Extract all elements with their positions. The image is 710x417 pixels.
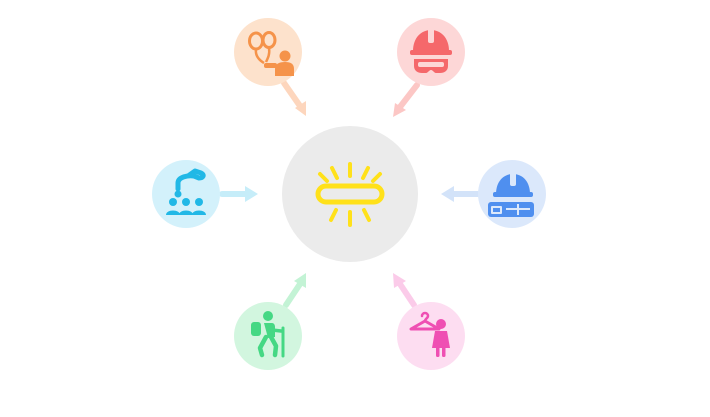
node-circle (397, 302, 465, 370)
hiker-with-backpack-icon (251, 311, 285, 358)
arrow-top-right-to-hub (393, 82, 420, 117)
node-top-left (234, 18, 302, 86)
node-top-right (397, 18, 465, 86)
hub-circle (282, 126, 418, 262)
arrow-hub-to-bottom-right (393, 273, 417, 308)
node-middle-left (152, 160, 220, 228)
audience-raising-hand-icon (166, 168, 206, 215)
person-with-balloons-icon (248, 31, 294, 76)
node-bottom-left (234, 302, 302, 370)
arrow-middle-right-to-hub (441, 186, 481, 202)
arrow-middle-left-to-hub (219, 186, 258, 202)
woman-with-hanger-icon (409, 311, 450, 357)
node-bottom-right (397, 302, 465, 370)
arrow-hub-to-bottom-left (283, 273, 306, 308)
node-circle (152, 160, 220, 228)
hard-hat-and-ruler-icon (488, 172, 534, 217)
hard-hat-and-goggles-icon (410, 28, 452, 73)
glowing-light-bar-icon (315, 162, 385, 227)
central-hub (282, 126, 418, 262)
node-middle-right (478, 160, 546, 228)
arrow-top-left-to-hub (281, 80, 306, 116)
